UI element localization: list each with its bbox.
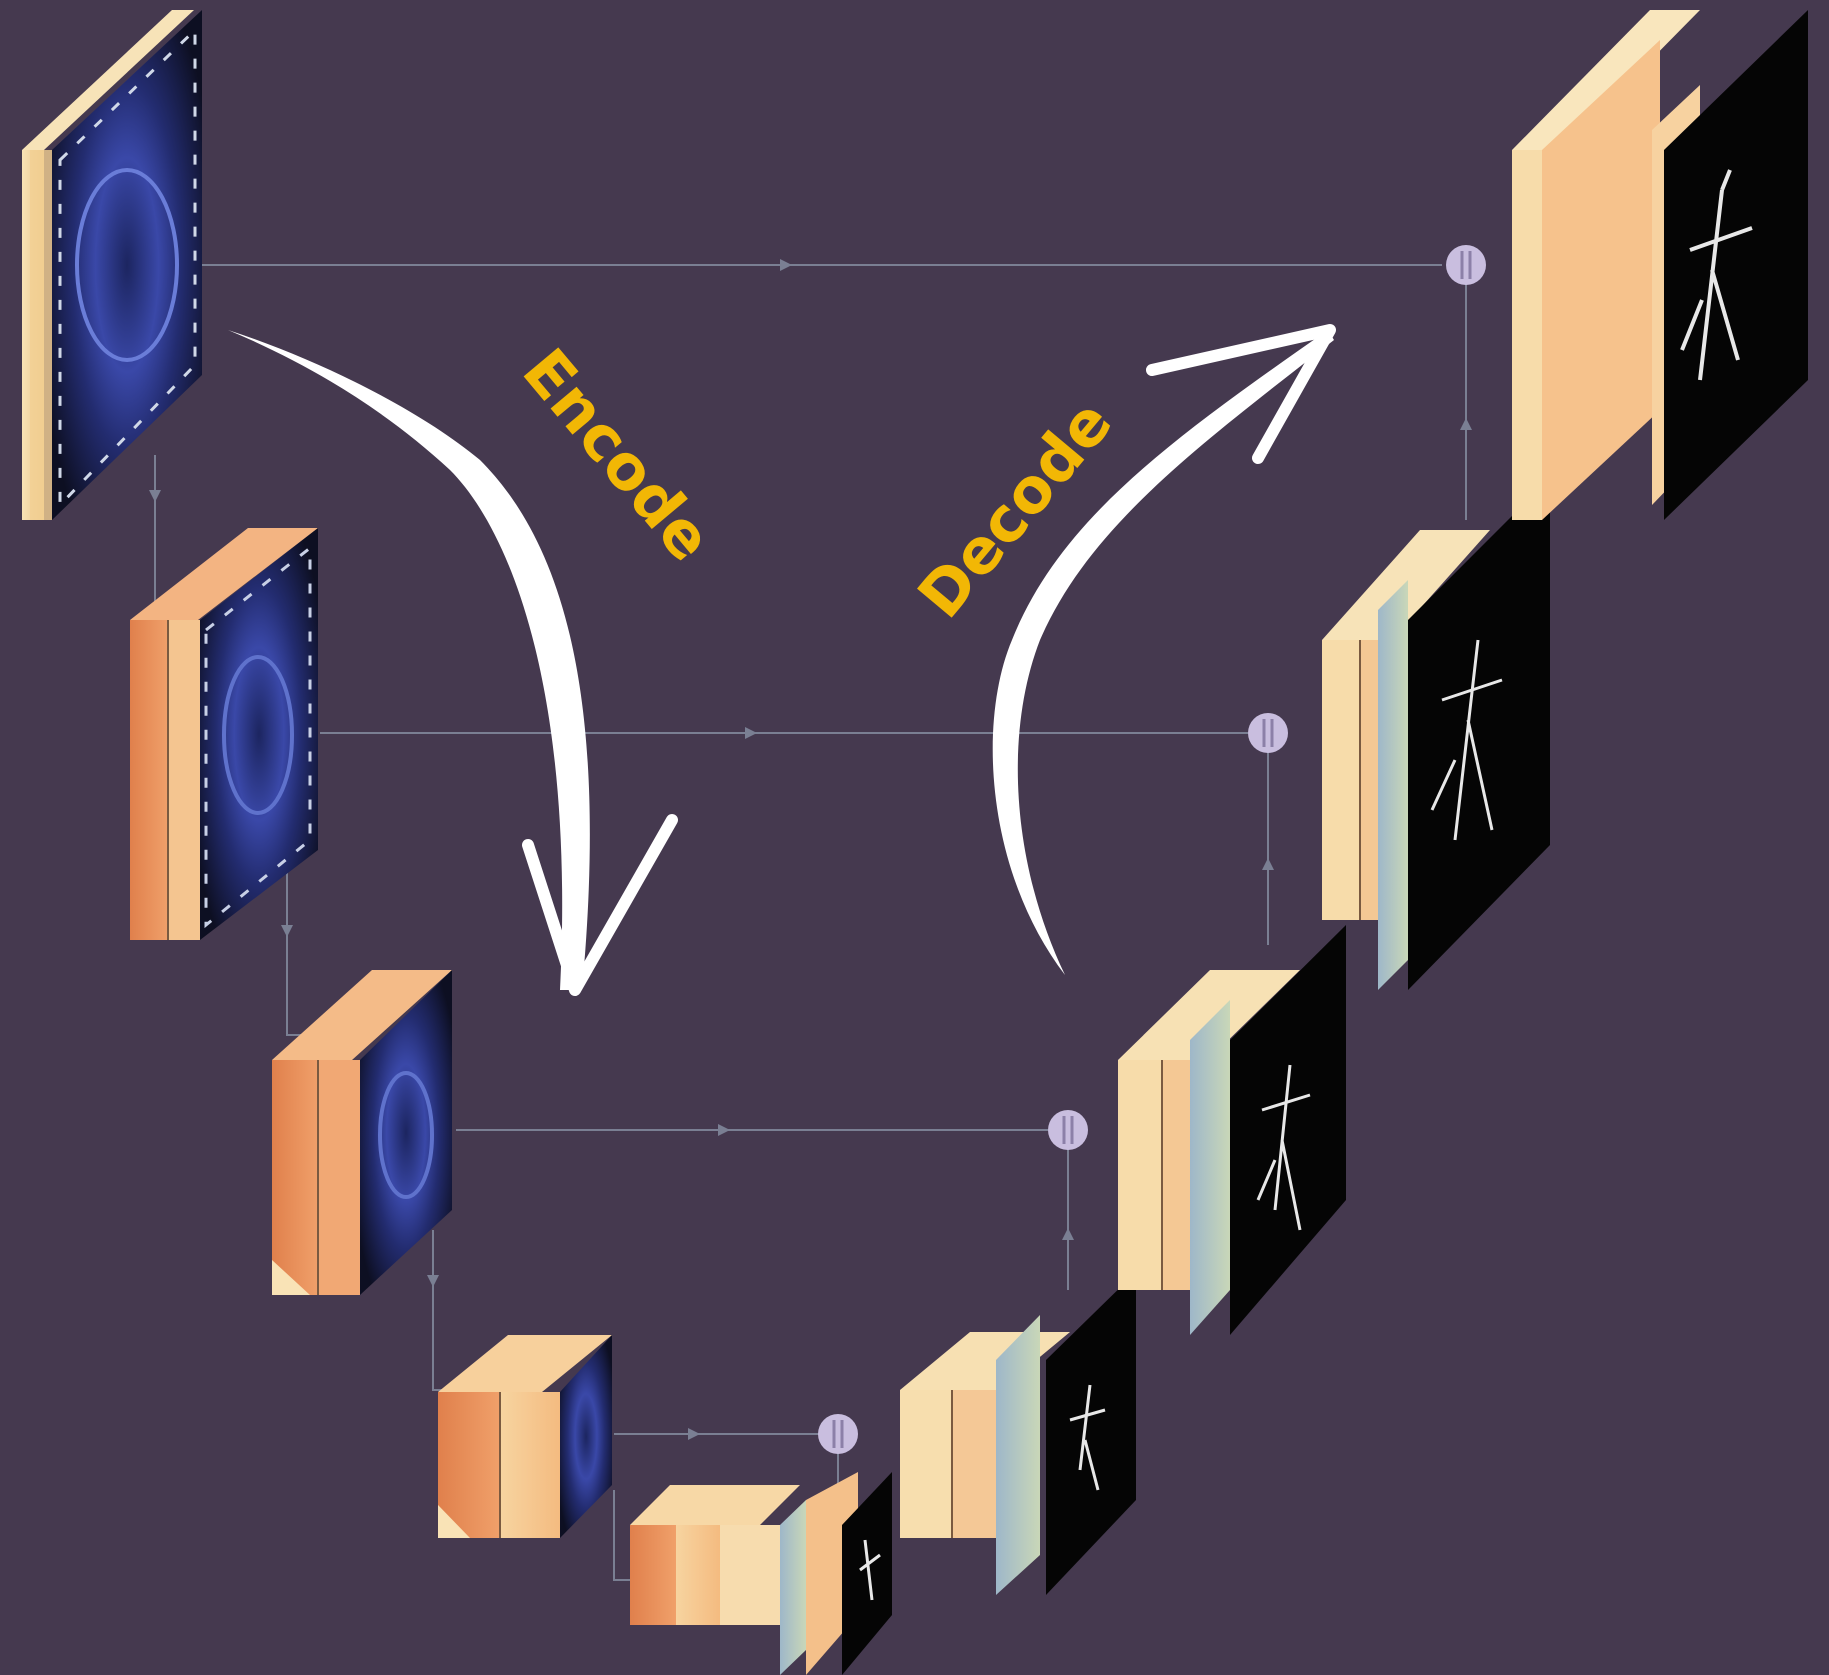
encode-label: Encode [509, 335, 727, 575]
output-segmentation-mask [1664, 10, 1808, 520]
decode-label: Decode [904, 386, 1127, 632]
encoder-level-2 [130, 528, 318, 940]
arrowhead-icon [780, 259, 792, 271]
input-image-feature-map [52, 10, 202, 520]
concat-node-icon [818, 1414, 858, 1454]
arrowhead-icon [1262, 858, 1274, 870]
arrowhead-icon [718, 1124, 730, 1136]
arrowhead-icon [149, 490, 161, 502]
arrowhead-icon [1460, 418, 1472, 430]
arrowhead-icon [1062, 1228, 1074, 1240]
decoder-level-4 [900, 1272, 1136, 1595]
decoder-level-3 [1118, 925, 1346, 1335]
skip-connections [155, 265, 1466, 1580]
encoder-level-3 [272, 970, 452, 1295]
concat-node-icon [1048, 1110, 1088, 1150]
concat-node-icon [1248, 713, 1288, 753]
arrowhead-icon [427, 1275, 439, 1287]
encoder-level-4 [438, 1335, 612, 1538]
arrowhead-icon [745, 727, 757, 739]
concat-node-icon [1446, 245, 1486, 285]
decoder-level-2 [1322, 478, 1550, 990]
down-link-3 [433, 1230, 450, 1390]
decoder-level-1-output [1512, 10, 1808, 520]
arrowhead-icon [281, 925, 293, 937]
arrowhead-icon [528, 820, 672, 990]
arrowhead-icon [688, 1428, 700, 1440]
mask-output-map [1046, 1272, 1136, 1595]
bottleneck [630, 1472, 892, 1675]
encoder-level-1 [22, 10, 202, 520]
